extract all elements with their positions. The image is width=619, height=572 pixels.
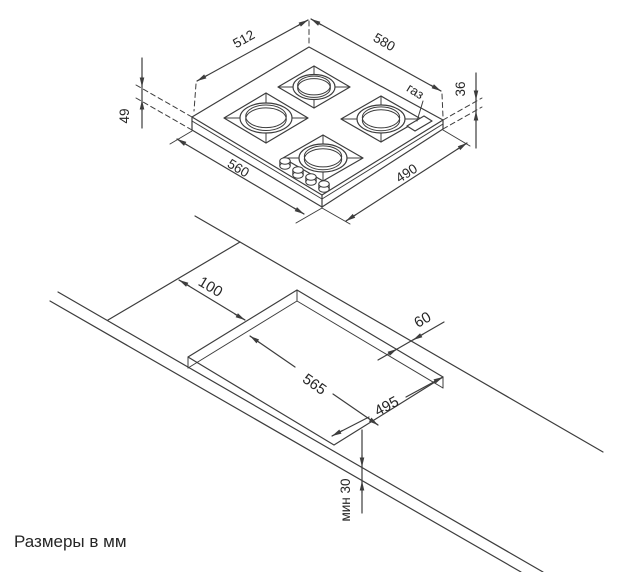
dim-100-label: 100 [195, 273, 225, 300]
dimension-arrowhead [359, 481, 365, 491]
worktop-back-edge [194, 215, 604, 453]
dim-min30-label: мин 30 [338, 478, 353, 521]
worktop-front-bottom-edge [49, 300, 522, 572]
dimension-arrowhead [387, 349, 397, 356]
cutout-outline [187, 289, 444, 446]
dimension-arrowhead [139, 77, 145, 87]
worktop-cutout-view: 100 565 495 60 [49, 215, 604, 572]
dim-min30: мин 30 [338, 429, 365, 522]
dim-100: 100 [178, 273, 246, 321]
dimension-arrowhead [431, 84, 441, 91]
dim-60: 60 [377, 309, 445, 361]
gas-label: газ [404, 80, 427, 102]
dimension-arrowhead [250, 336, 260, 344]
dimension-arrowhead [413, 333, 423, 340]
worktop-end-edge [107, 241, 241, 321]
dimension-arrowhead [294, 207, 304, 214]
dim-580-label: 580 [371, 30, 398, 54]
dimension-arrowhead [235, 313, 245, 320]
knob [305, 173, 317, 186]
dimension-arrowhead [139, 100, 145, 110]
burner-left [223, 92, 309, 144]
burner-right [340, 95, 422, 143]
hob-body [191, 46, 444, 208]
dimension-arrowhead [332, 429, 342, 436]
dim-495: 495 [331, 376, 444, 437]
dim-49: 49 [117, 57, 193, 131]
gas-leader-line [416, 100, 424, 122]
units-note: Размеры в мм [14, 532, 127, 551]
dimension-arrowhead [473, 90, 479, 100]
control-knobs [279, 157, 330, 193]
dim-565-label: 565 [299, 370, 329, 398]
dim-36: 36 [442, 72, 483, 149]
dimension-arrowhead [346, 213, 356, 221]
dimension-arrowhead [433, 377, 443, 384]
dimension-arrowhead [457, 143, 467, 151]
dimension-arrowhead [298, 20, 308, 27]
dimension-arrowhead [179, 280, 189, 287]
burner-back [277, 65, 351, 109]
dim-560-label: 560 [225, 156, 252, 180]
dimension-arrowhead [177, 139, 187, 146]
dim-512-label: 512 [230, 27, 257, 51]
dimension-arrowhead [359, 457, 365, 467]
dim-60-label: 60 [411, 309, 434, 332]
knob [292, 166, 304, 179]
dimension-arrowhead [197, 74, 207, 81]
dim-49-label: 49 [117, 108, 132, 123]
dimension-arrowhead [311, 19, 321, 26]
knob [318, 180, 330, 193]
dim-495-label: 495 [372, 393, 402, 420]
knob [279, 157, 291, 170]
hob-isometric-view: газ 512 580 560 [117, 18, 483, 225]
worktop-front-top-edge [57, 291, 544, 572]
dimension-arrowhead [473, 111, 479, 121]
dim-490-label: 490 [393, 161, 420, 186]
dimension-arrowhead [368, 417, 378, 425]
dim-36-label: 36 [453, 81, 468, 96]
worktop-outline [49, 215, 604, 572]
dim-565: 565 [249, 335, 379, 426]
